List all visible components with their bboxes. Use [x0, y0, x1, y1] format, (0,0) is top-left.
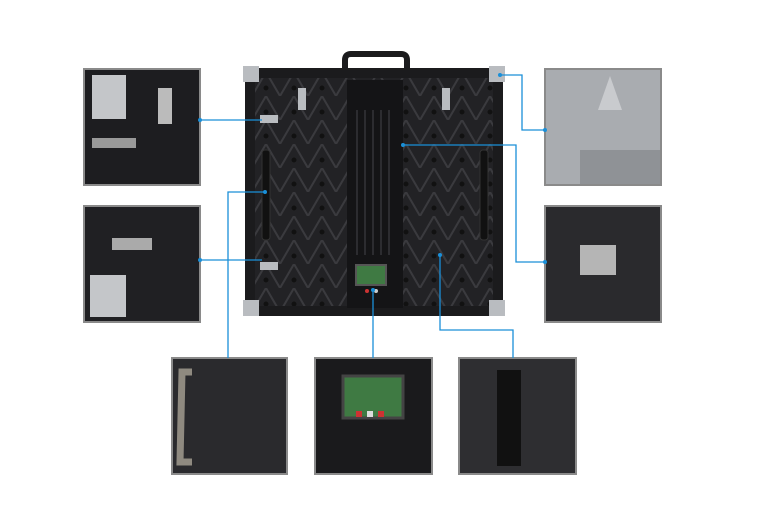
latch-photo [544, 205, 662, 323]
handle-photo [171, 357, 288, 475]
control-box-photo [314, 357, 433, 475]
connector-photo [458, 357, 577, 475]
callout-lines [200, 74, 545, 358]
locating-pin-photo [544, 68, 662, 186]
corner-lock-photo [83, 68, 201, 186]
control-screen [355, 264, 387, 286]
led-cabinet [243, 51, 505, 316]
corner-lock-top-left [243, 66, 259, 82]
carry-handle [342, 51, 410, 82]
side-lock-photo [83, 205, 201, 323]
